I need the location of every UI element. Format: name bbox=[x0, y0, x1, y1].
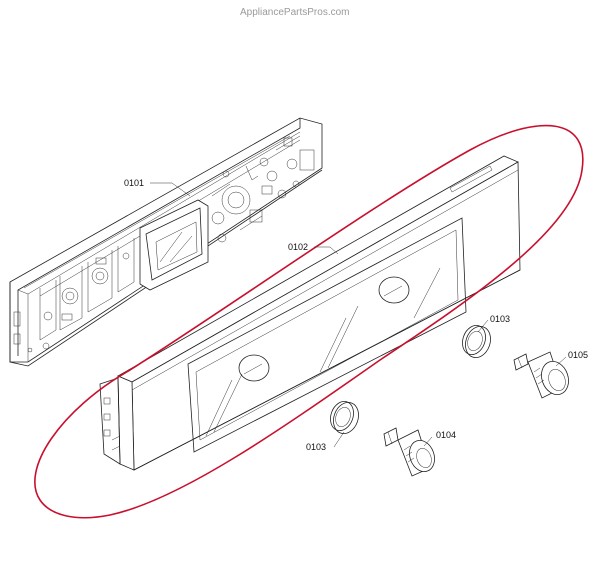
callout-leaders bbox=[150, 182, 567, 448]
part-label-0104: 0104 bbox=[436, 430, 456, 440]
part-label-0105: 0105 bbox=[568, 350, 588, 360]
front-glass-panel[interactable] bbox=[99, 155, 521, 471]
part-label-0101: 0101 bbox=[124, 178, 144, 188]
part-label-0102: 0102 bbox=[288, 242, 308, 252]
knob-ring-right[interactable] bbox=[459, 322, 495, 361]
watermark: AppliancePartsPros.com bbox=[240, 7, 350, 18]
part-label-0103-left: 0103 bbox=[306, 442, 326, 452]
knob-small[interactable] bbox=[383, 427, 439, 477]
part-label-0103-right: 0103 bbox=[490, 314, 510, 324]
highlight-loop bbox=[34, 124, 584, 519]
control-board-panel[interactable] bbox=[9, 117, 323, 367]
knob-large[interactable] bbox=[513, 351, 573, 399]
knob-ring-left[interactable] bbox=[327, 398, 363, 437]
